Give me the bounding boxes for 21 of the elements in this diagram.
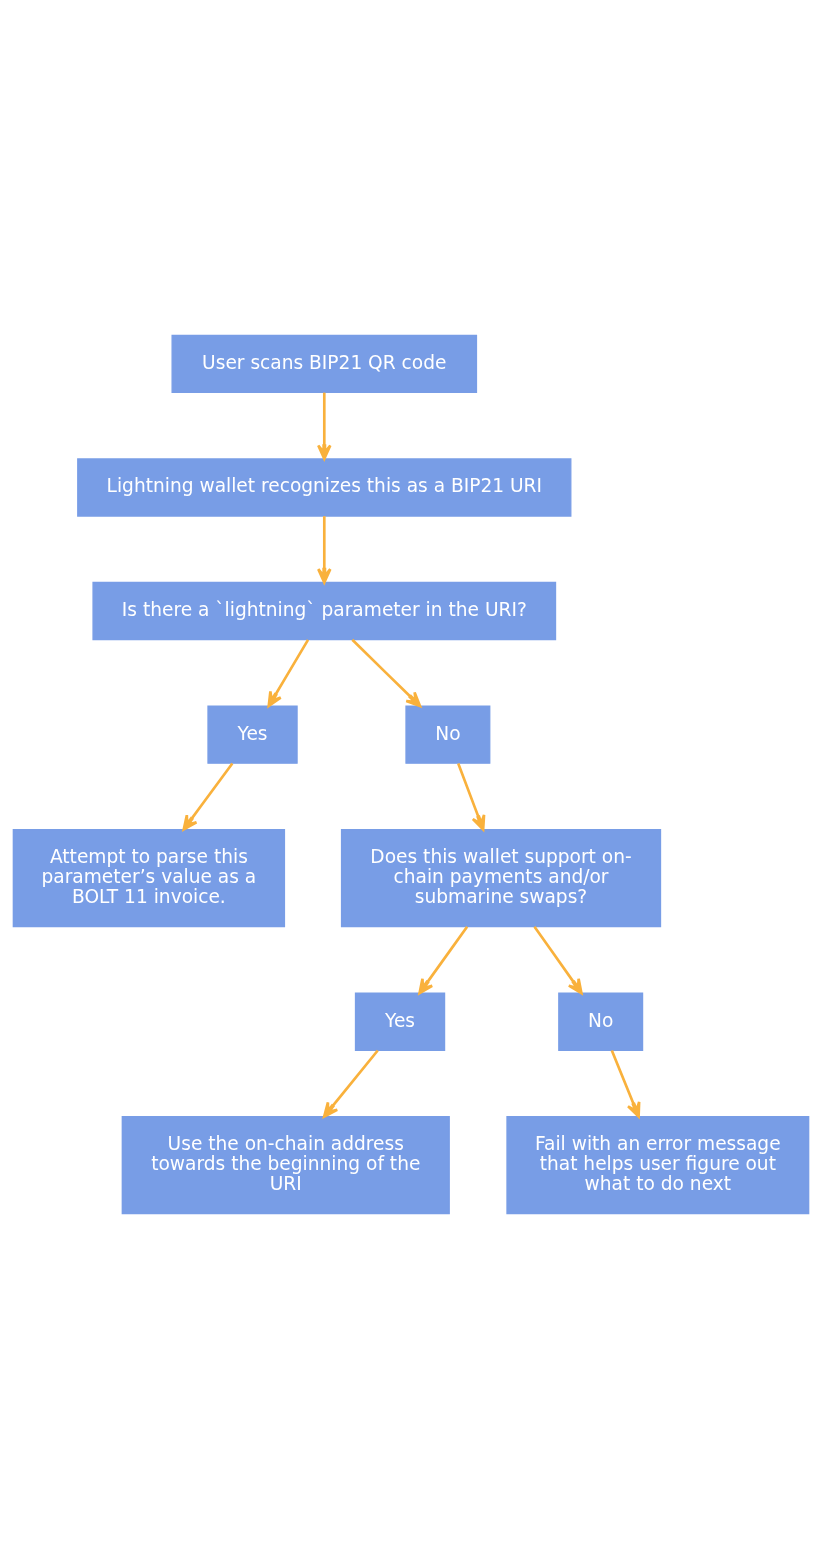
node-box: No	[558, 992, 644, 1051]
arrow	[182, 762, 234, 831]
node-box: Yes	[207, 705, 298, 764]
arrow	[322, 1049, 379, 1118]
arrow	[418, 926, 469, 995]
node-box: Yes	[354, 992, 446, 1051]
arrow	[533, 926, 583, 995]
arrow	[317, 392, 332, 461]
arrow	[351, 638, 422, 708]
node-box: Attempt to parse this parameter’s value as a BOLT 11 invoice.	[12, 829, 286, 928]
arrow	[457, 763, 486, 831]
node-box: User scans BIP21 QR code	[171, 334, 478, 394]
arrow	[317, 516, 332, 584]
node-box: No	[405, 705, 491, 764]
node-box: Use the on-chain address towards the beginning of the URI	[121, 1116, 450, 1215]
node-box: Fail with an error message that helps user figure out what to do next	[506, 1116, 810, 1215]
node-box: Lightning wallet recognizes this as a BIP21 URI	[77, 458, 572, 517]
arrow	[267, 639, 310, 708]
node-box: Is there a `lightning` parameter in the URI?	[92, 581, 557, 641]
node-box: Does this wallet support on-chain payments and/or submarine swaps?	[340, 829, 662, 928]
arrow	[610, 1050, 641, 1118]
